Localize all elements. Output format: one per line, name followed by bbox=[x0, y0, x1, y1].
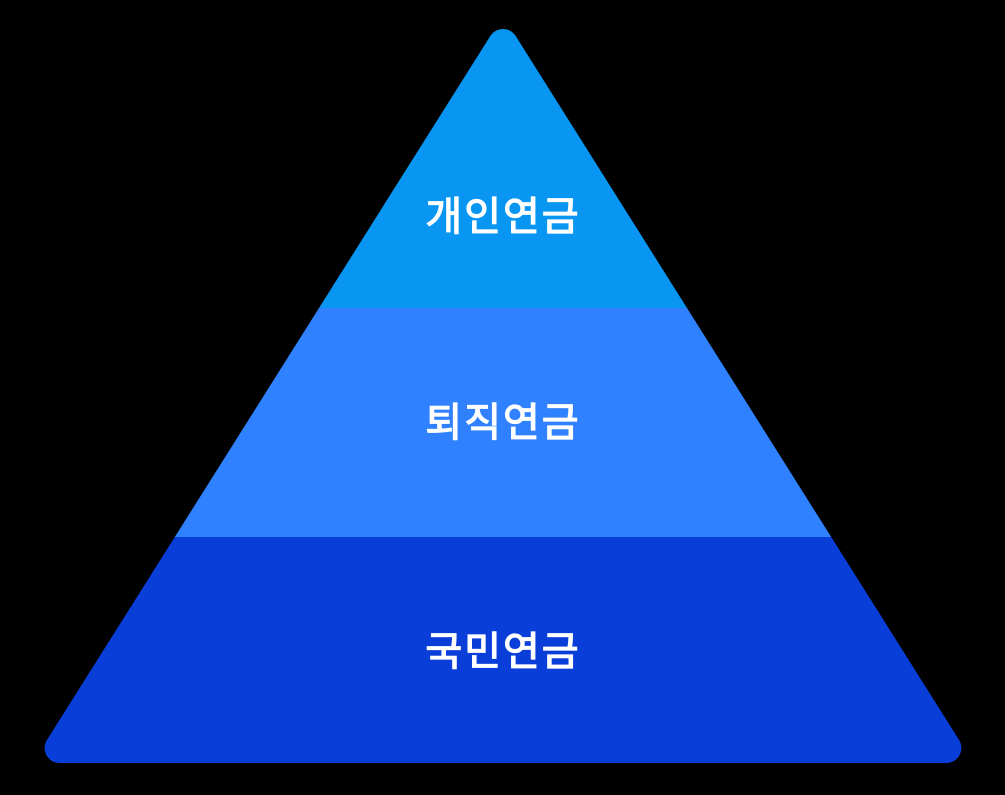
pyramid-layer-top bbox=[0, 0, 1005, 308]
pyramid-layer-bottom bbox=[0, 537, 1005, 795]
pyramid-label-retirement-pension: 퇴직연금 bbox=[425, 401, 581, 445]
pyramid-label-national-pension: 국민연금 bbox=[425, 630, 581, 674]
pyramid-label-personal-pension: 개인연금 bbox=[425, 195, 581, 239]
pyramid-layer-middle bbox=[0, 308, 1005, 537]
